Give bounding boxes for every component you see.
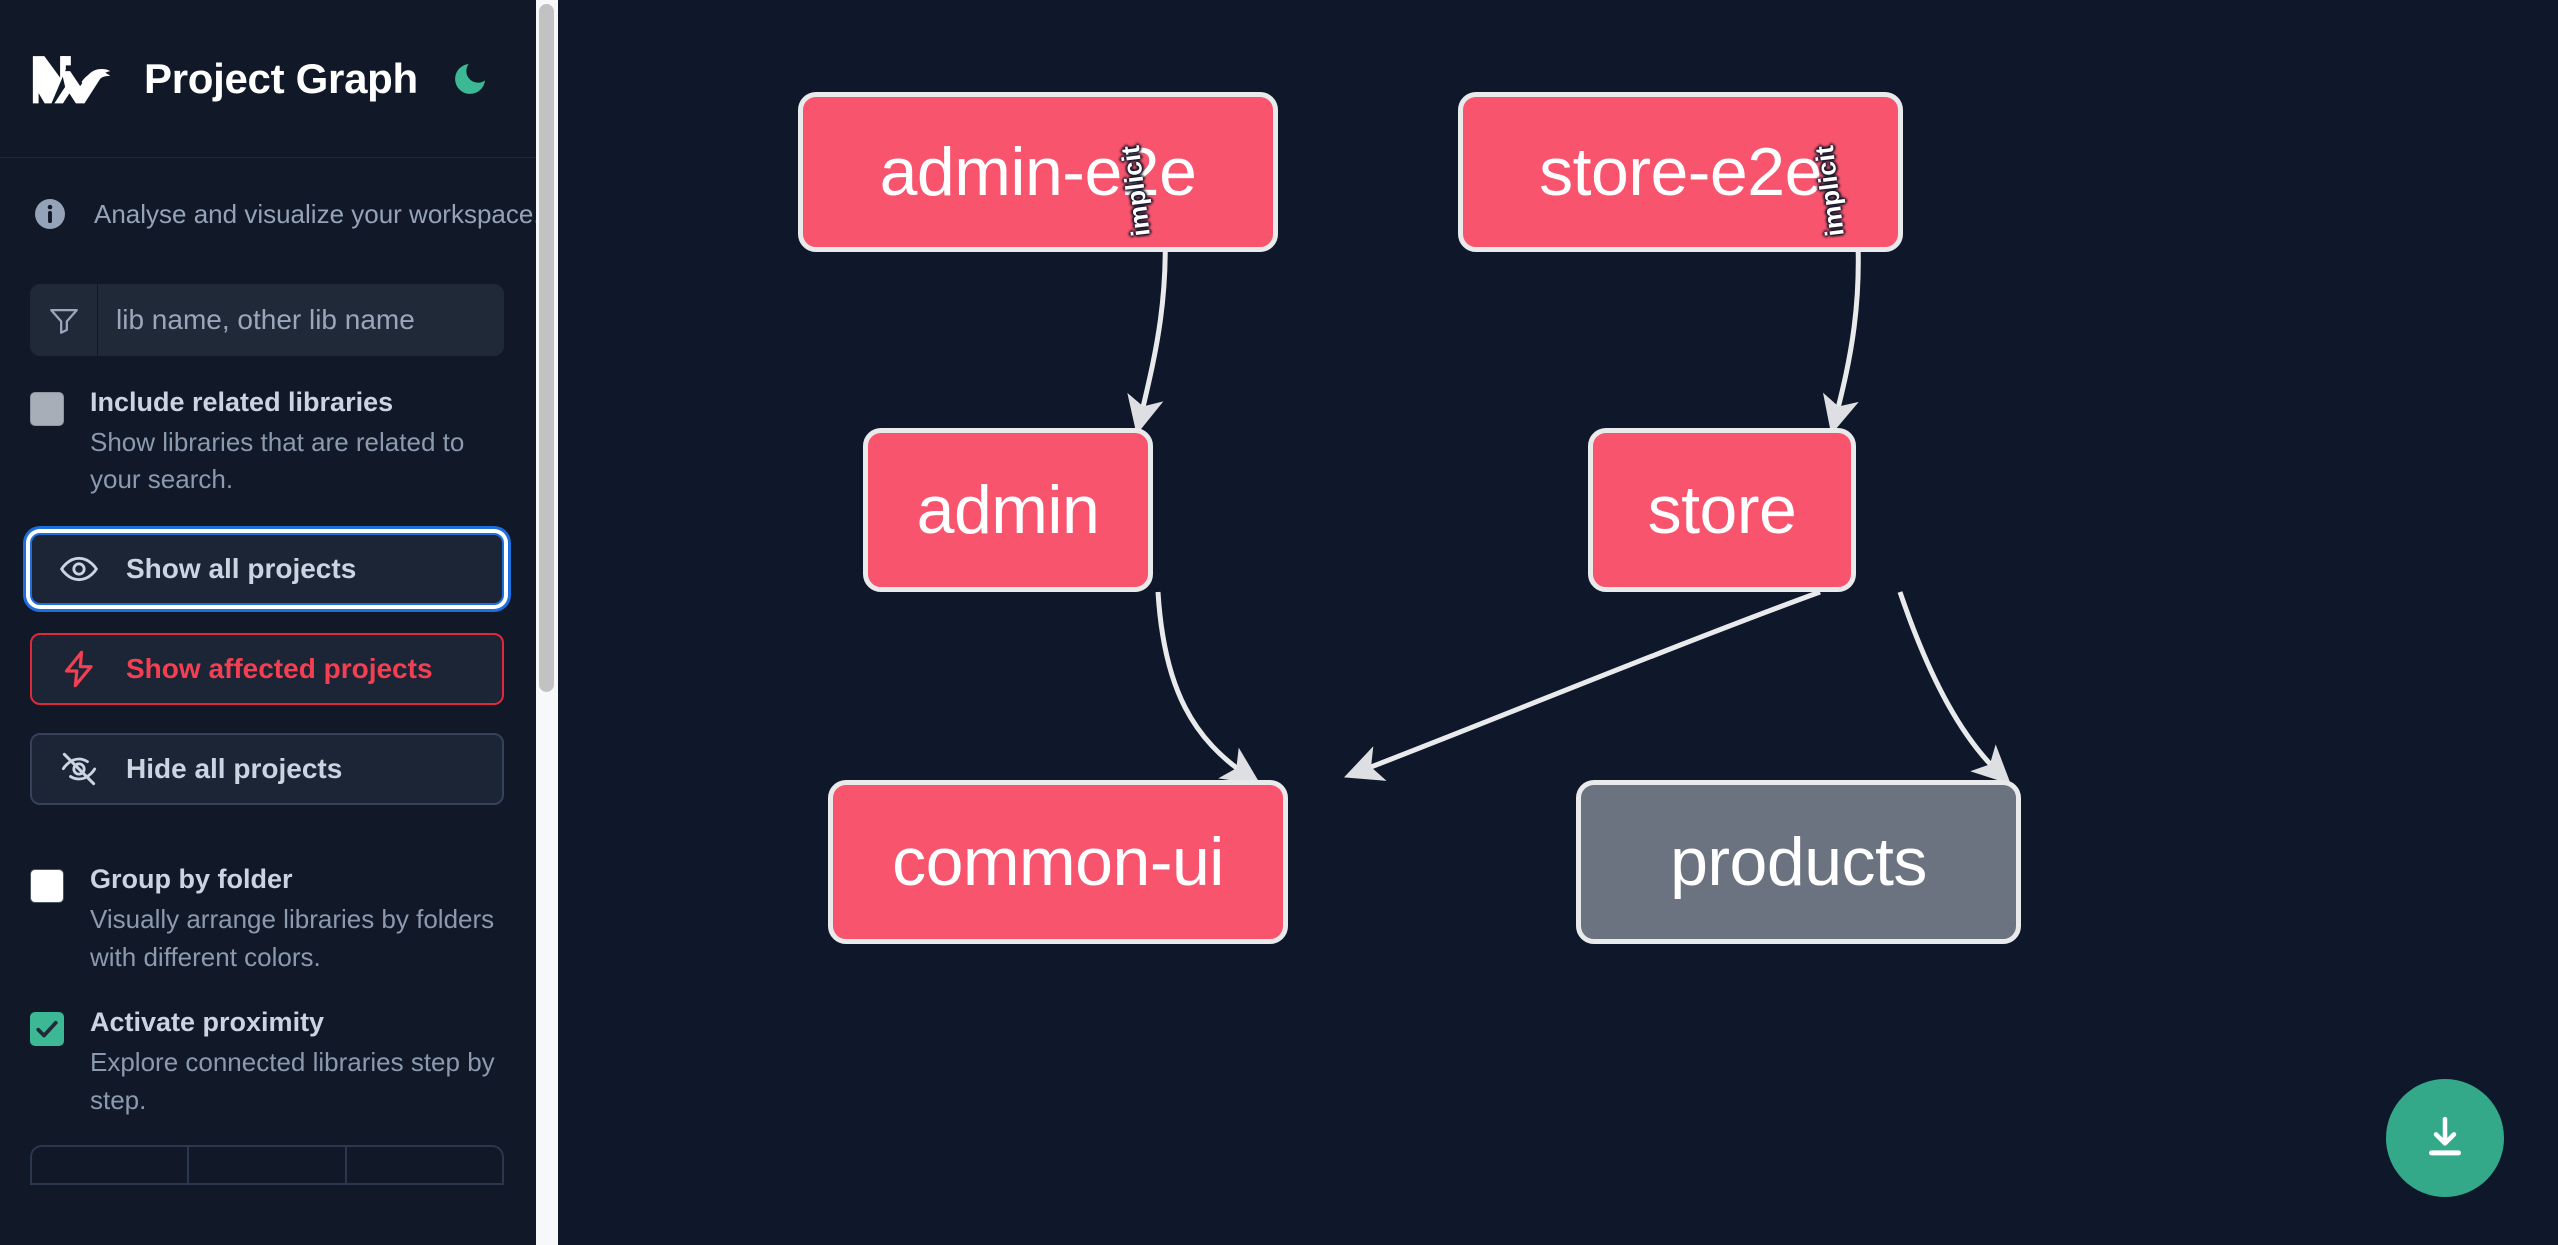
download-button[interactable] bbox=[2386, 1079, 2504, 1197]
checkmark-icon bbox=[36, 1021, 58, 1038]
proximity-segment-2[interactable] bbox=[189, 1147, 347, 1184]
page-title: Project Graph bbox=[144, 54, 418, 102]
show-affected-projects-label: Show affected projects bbox=[126, 653, 433, 685]
graph-node-common-ui[interactable]: common-ui bbox=[828, 780, 1288, 944]
show-all-projects-label: Show all projects bbox=[126, 553, 357, 585]
show-all-projects-button[interactable]: Show all projects bbox=[30, 533, 504, 606]
graph-node-admin[interactable]: admin bbox=[863, 428, 1153, 592]
search-input[interactable] bbox=[98, 284, 504, 356]
graph-node-label: products bbox=[1670, 824, 1927, 900]
group-by-folder-description: Visually arrange libraries by folders wi… bbox=[90, 903, 495, 972]
sidebar-scrollbar-thumb[interactable] bbox=[539, 4, 554, 692]
checkbox-row-group-by-folder[interactable]: Group by folder Visually arrange librari… bbox=[0, 833, 536, 976]
proximity-segment-3[interactable] bbox=[347, 1147, 502, 1183]
activate-proximity-label: Activate proximity bbox=[90, 1007, 325, 1038]
nx-logo-icon bbox=[30, 50, 116, 108]
hide-all-projects-label: Hide all projects bbox=[126, 753, 343, 785]
graph-node-admin-e2e[interactable]: admin-e2e bbox=[798, 92, 1278, 252]
download-icon bbox=[2429, 1116, 2461, 1156]
eye-icon bbox=[58, 548, 100, 590]
graph-node-store[interactable]: store bbox=[1588, 428, 1856, 592]
analyse-info-text: Analyse and visualize your workspace. bbox=[94, 198, 541, 229]
sidebar-content: Project Graph Analyse and visualize your… bbox=[0, 0, 558, 1186]
graph-node-label: admin bbox=[916, 472, 1100, 548]
include-related-libraries-label: Include related libraries bbox=[90, 387, 394, 417]
graph-node-label: admin-e2e bbox=[879, 134, 1197, 210]
group-by-folder-checkbox[interactable] bbox=[30, 869, 64, 904]
graph-canvas[interactable]: admin-e2e store-e2e admin store common-u… bbox=[558, 0, 2558, 1245]
graph-node-products[interactable]: products bbox=[1576, 780, 2021, 944]
graph-node-store-e2e[interactable]: store-e2e bbox=[1458, 92, 1903, 252]
hide-all-projects-button[interactable]: Hide all projects bbox=[30, 733, 504, 806]
analyse-info-row: Analyse and visualize your workspace. bbox=[0, 158, 541, 262]
graph-node-label: store bbox=[1647, 472, 1797, 548]
lightning-icon bbox=[58, 648, 100, 690]
sidebar-scrollbar-track[interactable] bbox=[536, 0, 558, 1245]
checkbox-row-activate-proximity[interactable]: Activate proximity Explore connected lib… bbox=[0, 976, 536, 1119]
sidebar-header: Project Graph bbox=[0, 0, 536, 158]
proximity-segmented-control[interactable] bbox=[30, 1145, 504, 1186]
include-related-libraries-description: Show libraries that are related to your … bbox=[90, 426, 465, 495]
graph-node-label: store-e2e bbox=[1539, 134, 1822, 210]
activate-proximity-description: Explore connected libraries step by step… bbox=[90, 1047, 495, 1115]
search-bar[interactable] bbox=[30, 284, 504, 356]
checkbox-row-include-related-libraries[interactable]: Include related libraries Show libraries… bbox=[0, 356, 536, 499]
show-affected-projects-button[interactable]: Show affected projects bbox=[30, 633, 504, 706]
activate-proximity-checkbox[interactable] bbox=[30, 1012, 64, 1047]
eye-off-icon bbox=[58, 748, 100, 790]
filter-icon bbox=[30, 284, 98, 356]
moon-icon[interactable] bbox=[446, 55, 494, 103]
group-by-folder-label: Group by folder bbox=[90, 864, 293, 895]
proximity-segment-1[interactable] bbox=[32, 1147, 190, 1184]
include-related-libraries-checkbox[interactable] bbox=[30, 392, 64, 426]
info-circle-icon bbox=[32, 196, 68, 232]
graph-node-label: common-ui bbox=[892, 824, 1224, 900]
sidebar: Project Graph Analyse and visualize your… bbox=[0, 0, 558, 1245]
project-visibility-buttons: Show all projects Show affected projects bbox=[0, 499, 536, 806]
